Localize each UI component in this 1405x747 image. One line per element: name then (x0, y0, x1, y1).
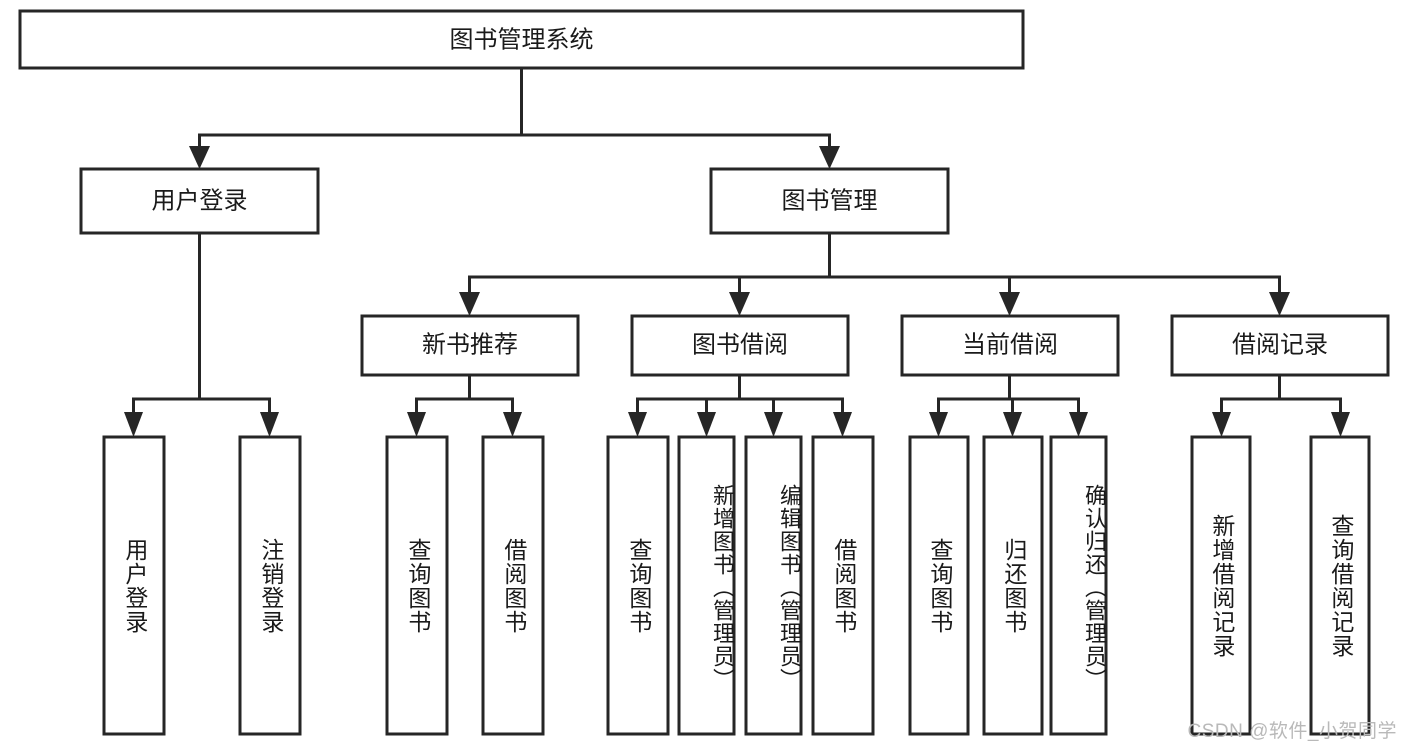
node-box-leaf-11[interactable] (1190, 435, 1252, 736)
arrowhead-leaf-user-login (124, 412, 143, 437)
arrowhead-cb-leaf2 (1003, 412, 1022, 437)
node-box-leaf-0[interactable] (102, 435, 166, 736)
node-box-borrow-record[interactable] (1170, 314, 1390, 377)
node-box-leaf-12[interactable] (1309, 435, 1371, 736)
arrowhead-cb-leaf3 (1069, 412, 1088, 437)
node-box-current-borrow[interactable] (900, 314, 1120, 377)
arrowhead-nbr-leaf2 (503, 412, 522, 437)
node-box-leaf-10[interactable] (1049, 435, 1108, 736)
connector-layer (124, 66, 1350, 437)
node-label-borrow-record: 借阅记录 (1232, 331, 1328, 358)
node-label-book-manage: 图书管理 (782, 187, 878, 214)
node-box-leaf-2[interactable] (385, 435, 449, 736)
arrowhead-nbr-leaf1 (407, 412, 426, 437)
arrowhead-br-leaf2 (1331, 412, 1350, 437)
node-label-title: 图书管理系统 (450, 26, 594, 53)
node-box-leaf-4[interactable] (606, 435, 670, 736)
node-box-book-manage[interactable] (709, 167, 950, 235)
node-box-book-borrow[interactable] (630, 314, 850, 377)
node-box-user-login[interactable] (79, 167, 320, 235)
arrowhead-current-borrow (999, 292, 1020, 316)
node-box-leaf-7[interactable] (811, 435, 875, 736)
node-box-title[interactable] (18, 9, 1025, 70)
arrowhead-bb-leaf2 (697, 412, 716, 437)
node-box-leaf-8[interactable] (908, 435, 970, 736)
node-label-book-borrow: 图书借阅 (692, 331, 788, 358)
node-box-leaf-9[interactable] (982, 435, 1044, 736)
arrowhead-cb-leaf1 (929, 412, 948, 437)
arrowhead-book-manage (819, 146, 840, 169)
node-box-leaf-3[interactable] (481, 435, 545, 736)
arrowhead-borrow-record (1269, 292, 1290, 316)
arrowhead-book-borrow (729, 292, 750, 316)
node-label-current-borrow: 当前借阅 (962, 331, 1058, 358)
arrowhead-user-login (189, 146, 210, 169)
arrowhead-br-leaf1 (1212, 412, 1231, 437)
node-layer: 图书管理系统 用户登录 图书管理 新书推荐 图书借阅 当前借阅 借阅记录 (18, 9, 1390, 736)
node-label-user-login: 用户登录 (152, 187, 248, 214)
arrowhead-bb-leaf1 (628, 412, 647, 437)
csdn-watermark: CSDN @软件_小贺同学 (1187, 721, 1397, 742)
arrowhead-bb-leaf3 (764, 412, 783, 437)
node-box-leaf-1[interactable] (238, 435, 302, 736)
arrowhead-bb-leaf4 (833, 412, 852, 437)
node-box-new-book-recommend[interactable] (360, 314, 580, 377)
arrowhead-leaf-logout (260, 412, 279, 437)
node-box-leaf-6[interactable] (744, 435, 803, 736)
arrowhead-new-book-rec (459, 292, 480, 316)
node-label-new-book-recommend: 新书推荐 (422, 331, 518, 358)
node-box-leaf-5[interactable] (677, 435, 736, 736)
